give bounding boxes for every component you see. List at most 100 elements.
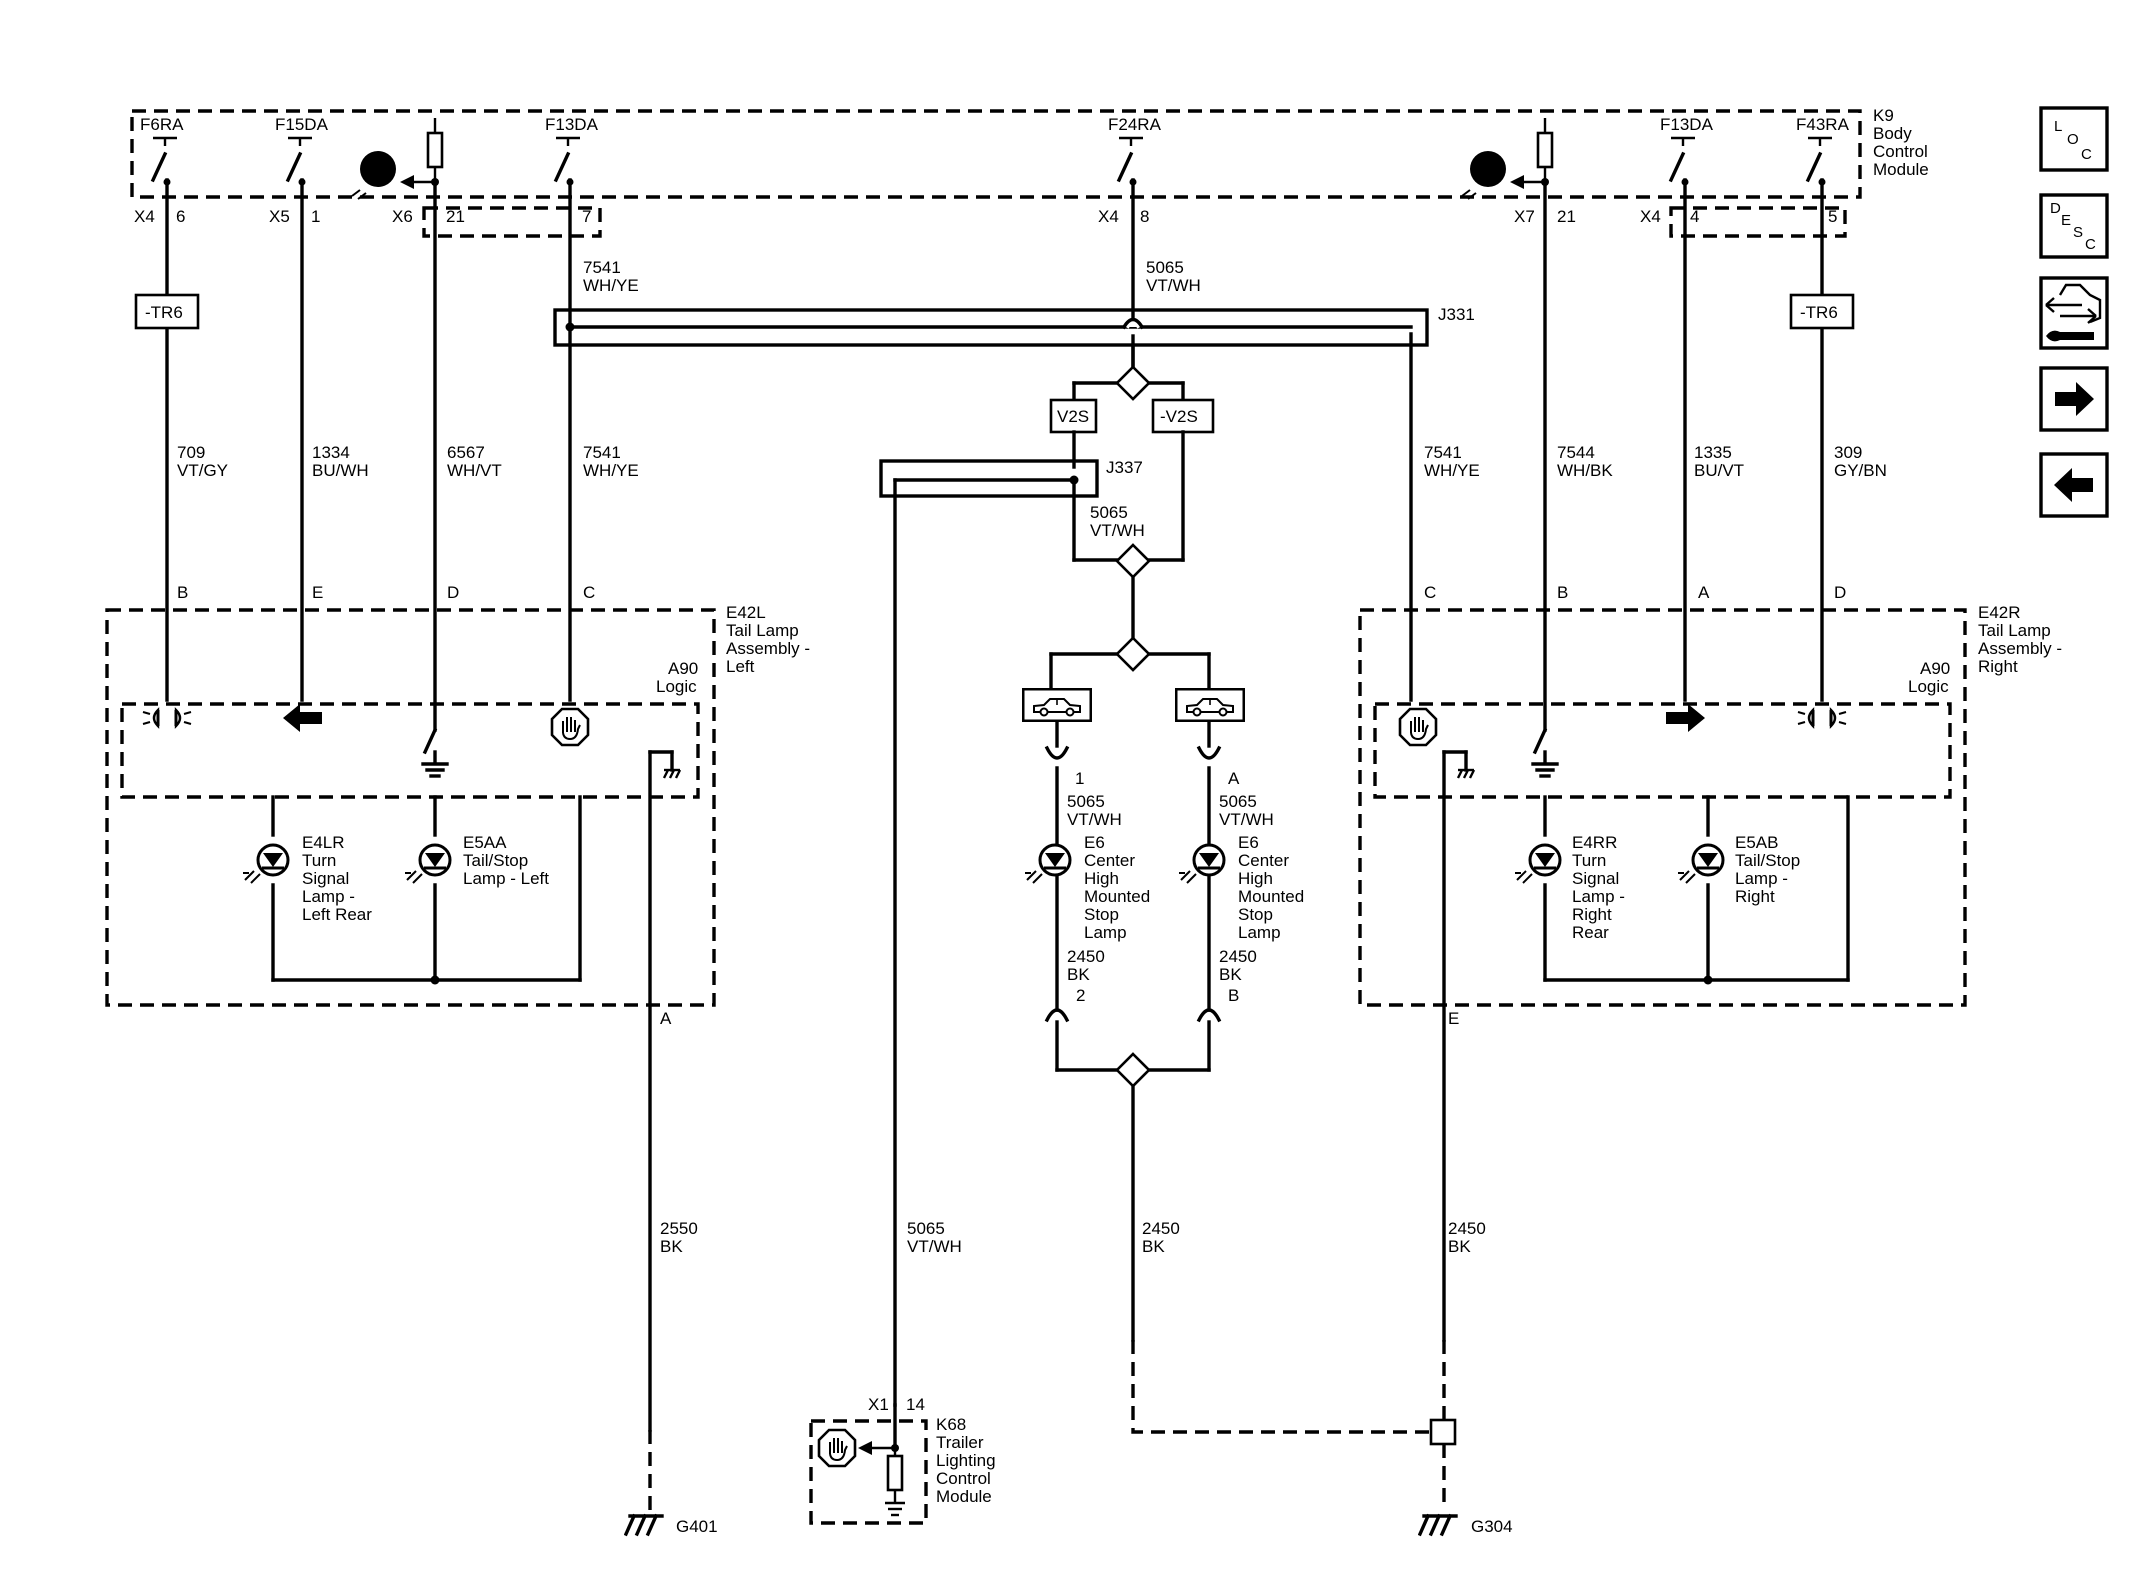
connector-label: X4 <box>1098 207 1119 226</box>
loc-button[interactable]: L O C <box>2039 106 2109 172</box>
tr6-left: -TR6 <box>134 293 200 330</box>
connector-label: X7 <box>1514 207 1535 226</box>
right-assembly-name: E42R Tail Lamp Assembly - Right <box>1978 603 2062 676</box>
svg-text:E42R: E42R <box>1978 603 2021 622</box>
svg-text:Control: Control <box>1873 142 1928 161</box>
svg-text:J331: J331 <box>1438 305 1475 324</box>
circuit-number: 2450 <box>1219 947 1257 966</box>
wires <box>165 178 1824 732</box>
desc-button[interactable]: D E S C <box>2039 193 2109 259</box>
svg-text:-TR6: -TR6 <box>145 303 183 322</box>
vehicle-icon <box>1022 688 1092 722</box>
svg-text:E6: E6 <box>1084 833 1105 852</box>
svg-text:K68: K68 <box>936 1415 966 1434</box>
chmsl-wiring <box>1044 720 1457 1446</box>
svg-text:D: D <box>2050 200 2061 217</box>
circuit-number: 2450 <box>1448 1219 1486 1238</box>
connector-wrench-icon <box>2045 283 2102 342</box>
svg-text:Lighting: Lighting <box>936 1451 996 1470</box>
circuit-color: WH/YE <box>1424 461 1480 480</box>
circuit-number: 7544 <box>1557 443 1595 462</box>
svg-text:-V2S: -V2S <box>1160 407 1198 426</box>
ground-icon <box>624 1514 664 1536</box>
circuit-color: BK <box>1067 965 1090 984</box>
circuit-color: BU/WH <box>312 461 369 480</box>
logic-switch-icon <box>421 727 449 778</box>
svg-text:Rear: Rear <box>1572 923 1609 942</box>
circuit-number: 2550 <box>660 1219 698 1238</box>
lamp-icon <box>1678 843 1725 885</box>
circuit-color: WH/VT <box>447 461 502 480</box>
svg-text:Assembly -: Assembly - <box>726 639 810 658</box>
svg-text:O: O <box>2067 131 2079 148</box>
chmsl-left-name: E6 Center High Mounted Stop Lamp <box>1084 833 1150 942</box>
pin-label: 21 <box>446 207 465 226</box>
pin-label: A <box>660 1009 672 1028</box>
svg-text:Left Rear: Left Rear <box>302 905 372 924</box>
right-logic-label: A90 Logic <box>1908 659 1950 696</box>
left-lamp2-name: E5AA Tail/Stop Lamp - Left <box>463 833 549 888</box>
svg-text:V2S: V2S <box>1057 407 1089 426</box>
chmsl-right-name: E6 Center High Mounted Stop Lamp <box>1238 833 1304 942</box>
svg-text:Lamp - Left: Lamp - Left <box>463 869 549 888</box>
circuit-color: BK <box>1142 1237 1165 1256</box>
turn-right-arrow-icon <box>1666 704 1705 732</box>
arrow-right-icon <box>2055 382 2094 416</box>
svg-text:E4LR: E4LR <box>302 833 345 852</box>
switch-icon <box>286 136 314 186</box>
svg-text:High: High <box>1238 869 1273 888</box>
connector-wrench-button[interactable] <box>2039 276 2109 350</box>
pin-label: 5 <box>1828 207 1837 226</box>
previous-button[interactable] <box>2039 452 2109 518</box>
pin-label: D <box>447 583 459 602</box>
pin-label: C <box>583 583 595 602</box>
pin-label: B <box>1557 583 1568 602</box>
lamp-icon <box>243 843 290 885</box>
right-lamp1-name: E4RR Turn Signal Lamp - Right Rear <box>1572 833 1625 942</box>
svg-text:Center: Center <box>1084 851 1135 870</box>
circuit-color: WH/BK <box>1557 461 1613 480</box>
pin-label: E <box>1448 1009 1459 1028</box>
circuit-color: BK <box>1448 1237 1471 1256</box>
splice-j331: J331 <box>553 305 1475 369</box>
circuit-number: 5065 <box>1219 792 1257 811</box>
pin-label: 14 <box>906 1395 925 1414</box>
svg-text:Body: Body <box>1873 124 1912 143</box>
pin-label: B <box>1228 986 1239 1005</box>
logic-switch-icon <box>1531 727 1559 778</box>
circuit-number: 2450 <box>1142 1219 1180 1238</box>
fuse-label: F13DA <box>1660 115 1714 134</box>
left-logic-label: A90 Logic <box>656 659 698 696</box>
switch-icon <box>1117 136 1145 186</box>
next-button[interactable] <box>2039 366 2109 432</box>
circuit-color: WH/YE <box>583 276 639 295</box>
circuit-color: VT/WH <box>1067 810 1122 829</box>
arrow-left-icon <box>2054 468 2093 502</box>
svg-text:E42L: E42L <box>726 603 766 622</box>
stop-hand-icon <box>1398 707 1438 747</box>
connector-label: X6 <box>392 207 413 226</box>
parking-lamp-icon <box>142 707 192 729</box>
svg-text:Tail/Stop: Tail/Stop <box>463 851 528 870</box>
left-lamp1-name: E4LR Turn Signal Lamp - Left Rear <box>302 833 372 924</box>
svg-text:Stop: Stop <box>1084 905 1119 924</box>
circuit-color: VT/WH <box>1146 276 1201 295</box>
circuit-number: 2450 <box>1067 947 1105 966</box>
splice-j337: J337 <box>879 458 1143 1407</box>
svg-text:Signal: Signal <box>1572 869 1619 888</box>
circuit-color: GY/BN <box>1834 461 1887 480</box>
svg-text:A90: A90 <box>1920 659 1950 678</box>
svg-text:E4RR: E4RR <box>1572 833 1617 852</box>
svg-text:Lamp -: Lamp - <box>1572 887 1625 906</box>
svg-text:Module: Module <box>936 1487 992 1506</box>
svg-text:E5AB: E5AB <box>1735 833 1778 852</box>
circuit-color: VT/WH <box>1090 521 1145 540</box>
circuit-number: 7541 <box>583 443 621 462</box>
turn-left-arrow-icon <box>283 704 322 732</box>
stop-hand-icon <box>550 707 590 747</box>
svg-text:E5AA: E5AA <box>463 833 507 852</box>
svg-text:Center: Center <box>1238 851 1289 870</box>
svg-text:E: E <box>2061 212 2071 229</box>
vehicle-icon <box>1175 688 1245 722</box>
svg-text:Mounted: Mounted <box>1084 887 1150 906</box>
